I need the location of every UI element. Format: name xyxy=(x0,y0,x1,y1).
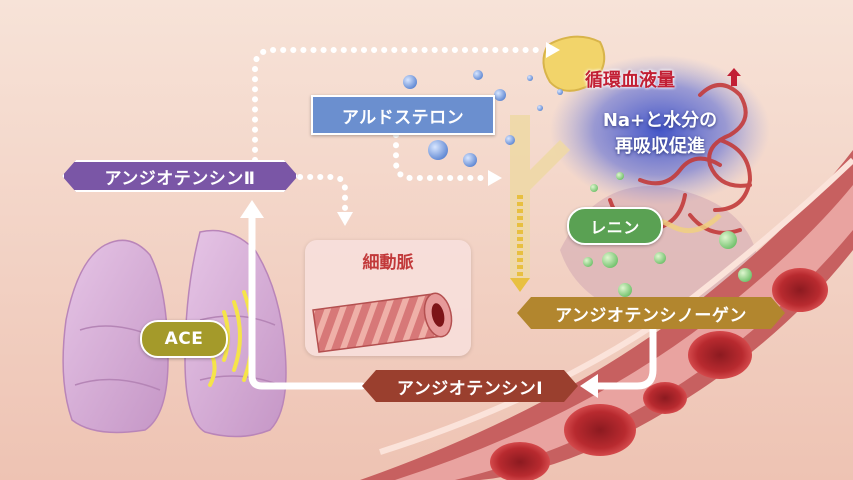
renin-label: レニン xyxy=(567,207,663,245)
arrow-angiotensinogen-to-angi xyxy=(591,326,657,390)
adrenal-vein xyxy=(510,115,570,280)
reabsorption-line2: 再吸収促進 xyxy=(615,136,705,157)
red-blood-cells xyxy=(490,268,828,480)
ace-label: ACE xyxy=(140,320,228,358)
angiotensinogen-label: アンジオテンシノーゲン xyxy=(517,297,785,329)
reabsorption-line1: Na+と水分の xyxy=(602,110,718,131)
aldosterone-label: アルドステロン xyxy=(311,95,495,135)
dotted-angii-to-adrenal xyxy=(252,47,548,163)
dotted-aldosterone-to-kidney xyxy=(393,132,491,181)
blood-volume-label: 循環血液量 xyxy=(585,70,675,91)
dotted-angii-to-arteriole xyxy=(297,174,348,215)
arteriole-panel: 細動脈 xyxy=(305,240,471,356)
increase-arrow-icon xyxy=(727,68,741,86)
angiotensin-ii-label: アンジオテンシンⅡ xyxy=(62,160,298,192)
arrowhead-angii xyxy=(240,200,264,218)
arteriole-vessel-icon xyxy=(312,292,453,353)
arteriole-label: 細動脈 xyxy=(362,253,414,273)
angiotensin-i-label: アンジオテンシンⅠ xyxy=(362,370,578,402)
dotted-arrowhead-adrenal xyxy=(546,42,560,58)
dotted-arrowhead-arteriole xyxy=(337,212,353,226)
dotted-arrowhead-kidney xyxy=(488,170,502,186)
reabsorption-label: Na+と水分の 再吸収促進 xyxy=(585,108,735,160)
arrow-angi-to-angii xyxy=(248,211,366,390)
arrowhead-angi xyxy=(580,374,598,398)
renin-particles xyxy=(583,172,752,297)
secretion-arrowhead xyxy=(510,278,530,292)
aldosterone-particles xyxy=(403,70,563,167)
dotted-arrows xyxy=(252,47,548,215)
flow-arrows xyxy=(248,211,657,390)
